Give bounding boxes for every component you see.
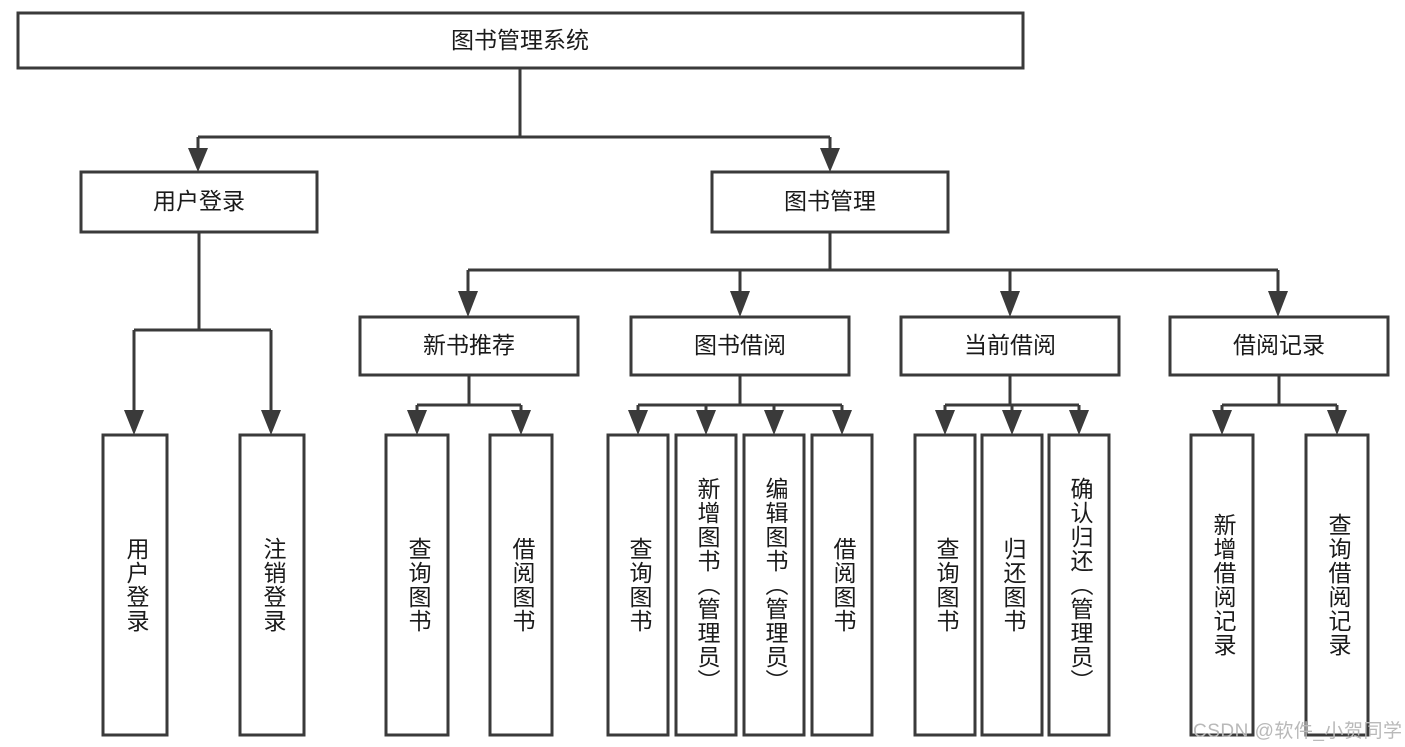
node-book-management-box[interactable] bbox=[710, 170, 950, 234]
csdn-watermark: CSDN @软件_小贺同学 bbox=[1193, 721, 1403, 742]
leaf-add-book-admin-box[interactable] bbox=[674, 433, 738, 737]
arrowhead-book-borrow-3 bbox=[764, 410, 784, 435]
arrowhead-new-book-2 bbox=[511, 410, 531, 435]
arrowhead-borrow-records-1 bbox=[1212, 410, 1232, 435]
node-current-borrow-box[interactable] bbox=[899, 315, 1121, 377]
node-book-borrow-box[interactable] bbox=[629, 315, 851, 377]
arrowhead-book-borrow-2 bbox=[696, 410, 716, 435]
arrowhead-level3-3 bbox=[1000, 291, 1020, 317]
node-root-box[interactable] bbox=[16, 11, 1025, 70]
leaf-edit-book-admin-box[interactable] bbox=[742, 433, 806, 737]
node-book-borrow-label: 图书借阅 bbox=[694, 332, 786, 358]
arrowhead-user-login-2 bbox=[261, 410, 281, 435]
arrowhead-level3-4 bbox=[1268, 291, 1288, 317]
node-new-book-recommend-box[interactable] bbox=[358, 315, 580, 377]
leaf-borrow-book-1-box[interactable] bbox=[488, 433, 554, 737]
leaf-user-login-box[interactable] bbox=[101, 433, 169, 737]
arrowhead-new-book-1 bbox=[407, 410, 427, 435]
arrowhead-level2-1 bbox=[188, 148, 208, 172]
node-borrow-records-box[interactable] bbox=[1168, 315, 1390, 377]
arrowhead-user-login-1 bbox=[124, 410, 144, 435]
arrowhead-level2-2 bbox=[820, 148, 840, 172]
arrowhead-current-borrow-3 bbox=[1069, 410, 1089, 435]
node-current-borrow-label: 当前借阅 bbox=[964, 332, 1056, 358]
arrowhead-current-borrow-2 bbox=[1002, 410, 1022, 435]
node-user-login-label: 用户登录 bbox=[153, 188, 245, 214]
leaf-logout-box[interactable] bbox=[238, 433, 306, 737]
leaf-return-book-box[interactable] bbox=[980, 433, 1044, 737]
leaf-confirm-return-admin-box[interactable] bbox=[1047, 433, 1111, 737]
arrowhead-level3-1 bbox=[458, 291, 478, 317]
node-new-book-recommend-label: 新书推荐 bbox=[423, 332, 515, 358]
leaf-query-book-2-box[interactable] bbox=[606, 433, 670, 737]
leaf-borrow-book-2-box[interactable] bbox=[810, 433, 874, 737]
arrowhead-borrow-records-2 bbox=[1327, 410, 1347, 435]
node-borrow-records-label: 借阅记录 bbox=[1233, 332, 1325, 358]
arrowhead-current-borrow-1 bbox=[935, 410, 955, 435]
node-book-management-label: 图书管理 bbox=[784, 188, 876, 214]
arrowhead-book-borrow-1 bbox=[628, 410, 648, 435]
arrowhead-level3-2 bbox=[730, 291, 750, 317]
arrowhead-book-borrow-4 bbox=[832, 410, 852, 435]
leaf-query-book-3-box[interactable] bbox=[913, 433, 977, 737]
leaf-query-borrow-record-box[interactable] bbox=[1304, 433, 1370, 737]
leaf-add-borrow-record-box[interactable] bbox=[1189, 433, 1255, 737]
node-root-label: 图书管理系统 bbox=[451, 27, 589, 53]
leaf-query-book-1-box[interactable] bbox=[384, 433, 450, 737]
